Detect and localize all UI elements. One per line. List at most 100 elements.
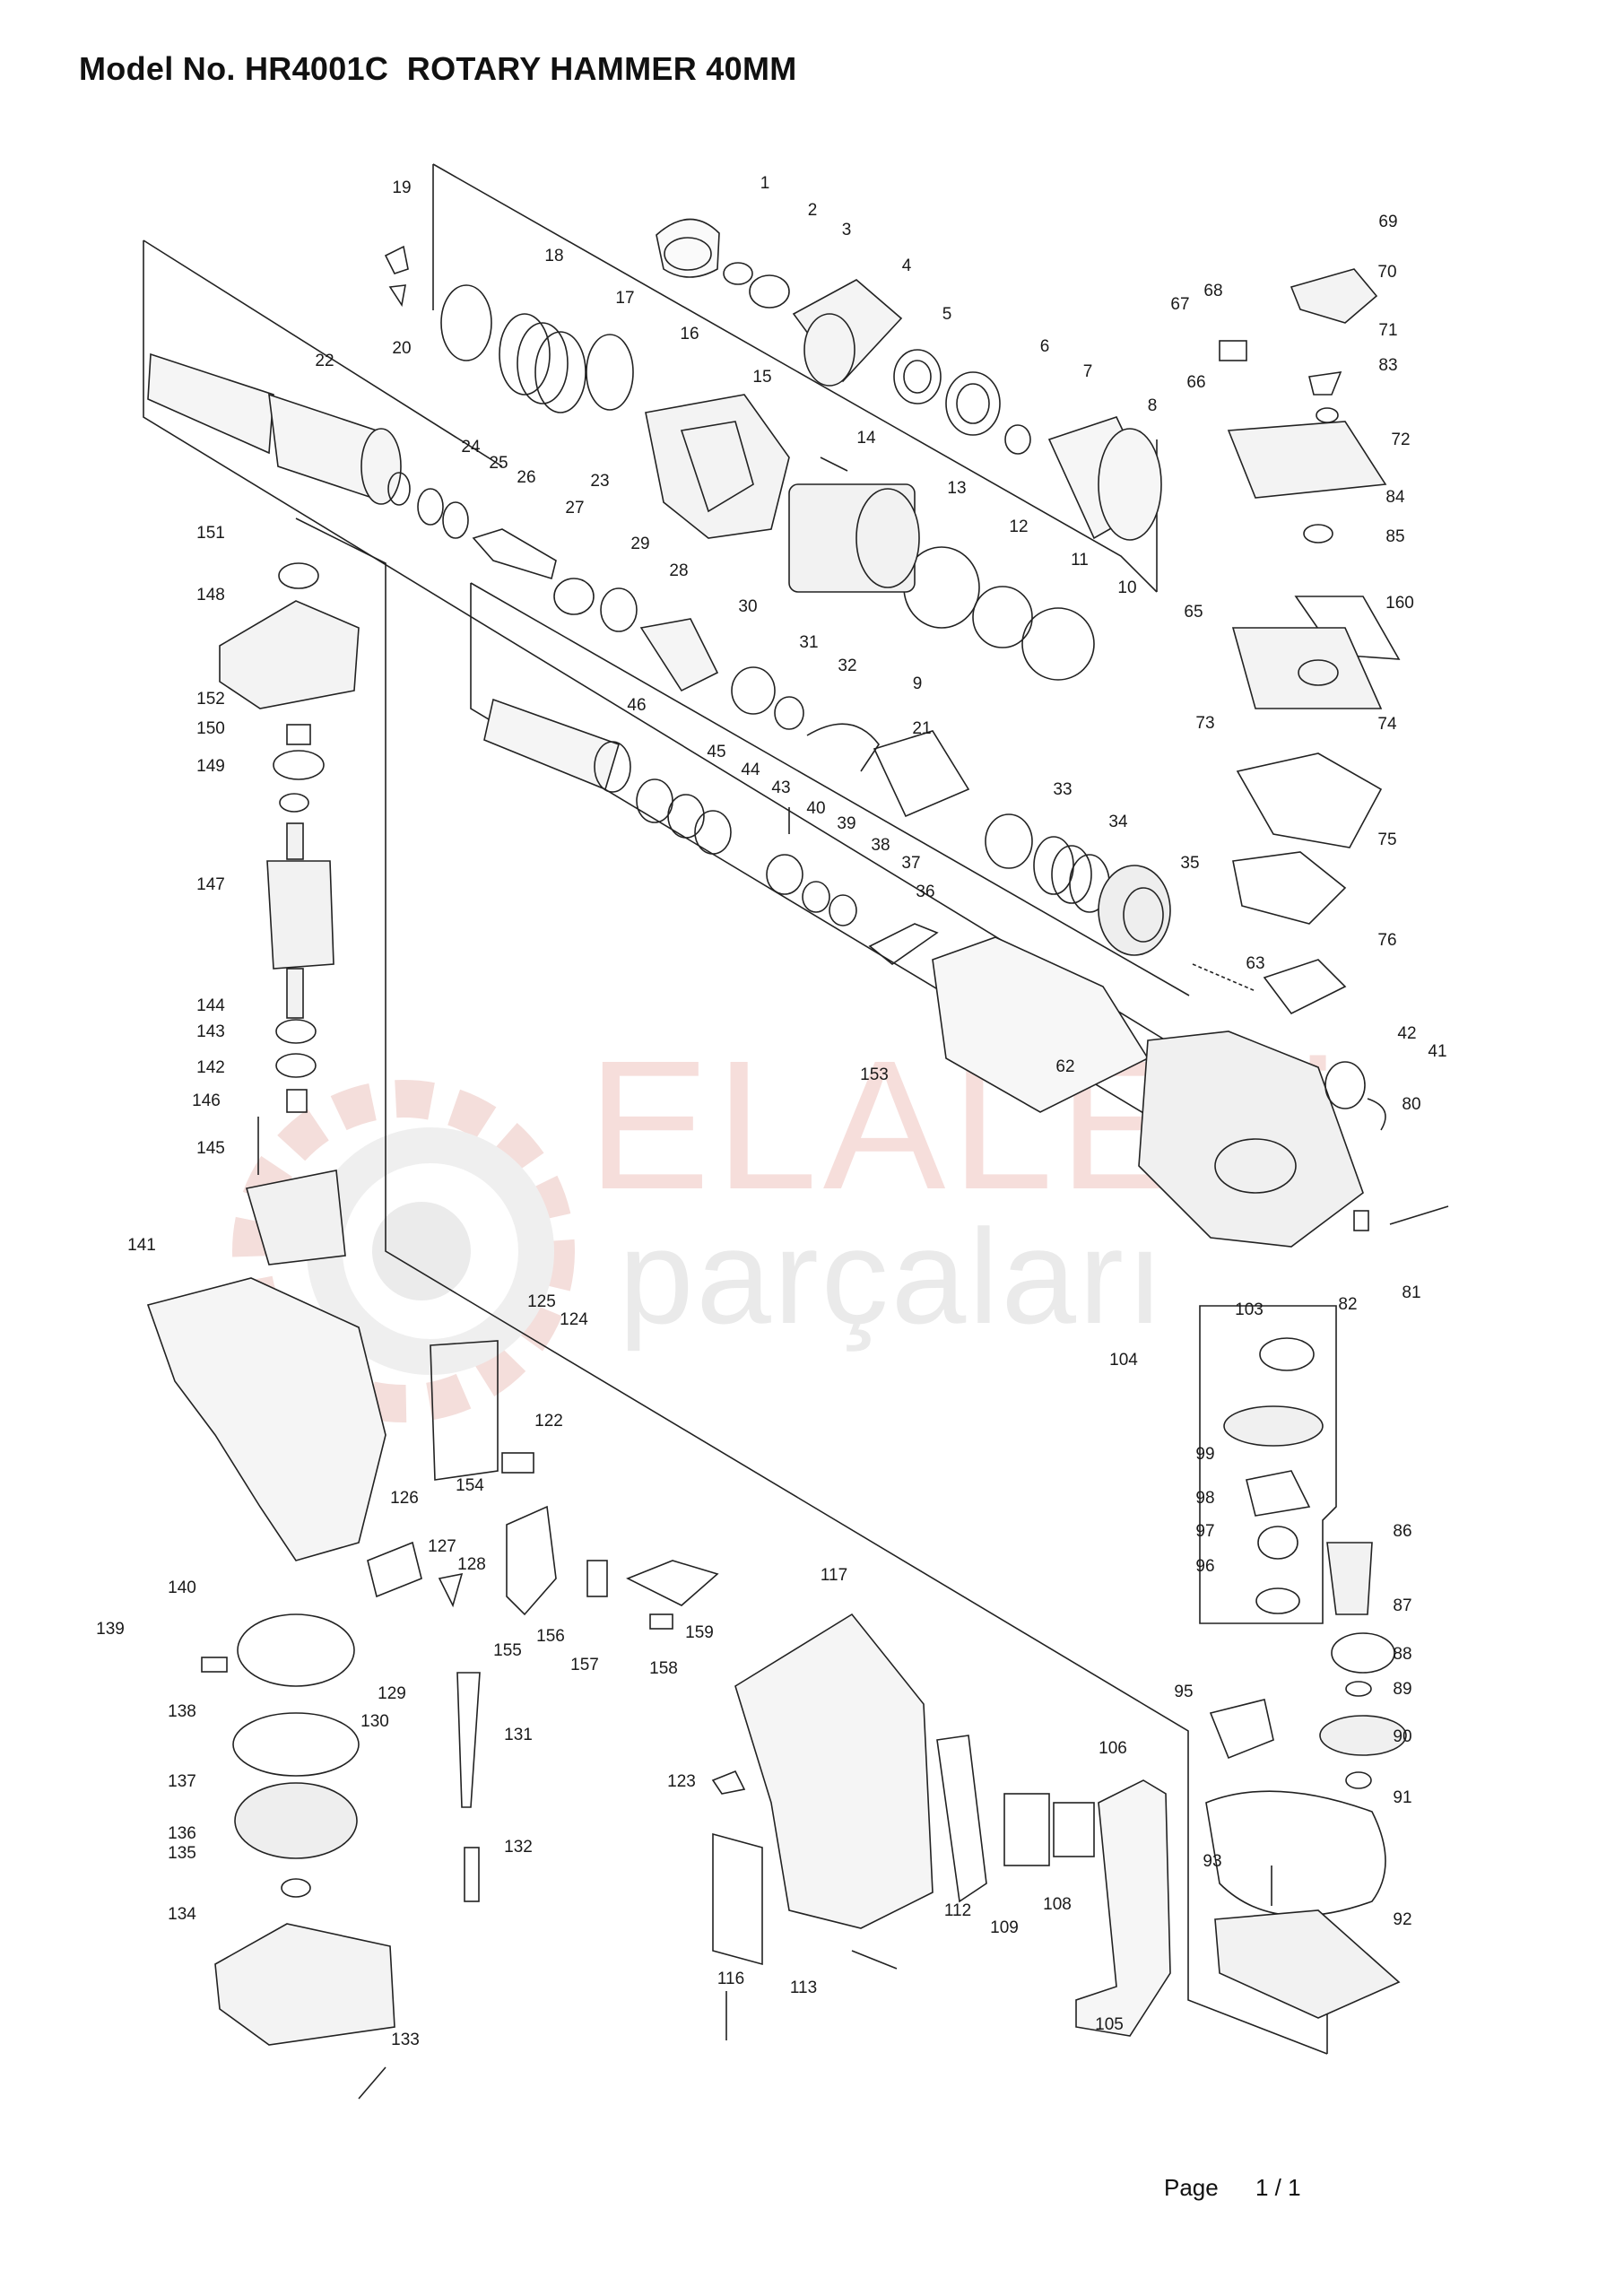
part-number-157: 157 [570, 1656, 599, 1674]
part-shape [1053, 1802, 1095, 1857]
part-shape [600, 587, 638, 632]
part-shape [985, 813, 1033, 869]
part-number-24: 24 [461, 438, 481, 457]
page-number: 1 / 1 [1255, 2174, 1301, 2201]
part-shape [278, 562, 319, 589]
part-shape [1345, 1681, 1372, 1697]
part-shape [1290, 268, 1378, 324]
part-number-106: 106 [1099, 1739, 1127, 1758]
part-number-7: 7 [1083, 362, 1093, 381]
part-shape [245, 1170, 346, 1265]
part-number-62: 62 [1055, 1057, 1074, 1076]
part-number-148: 148 [196, 586, 225, 604]
part-shape [146, 1277, 386, 1561]
part-shape [275, 1053, 317, 1078]
part-shape [712, 1832, 763, 1966]
part-number-145: 145 [196, 1139, 225, 1158]
part-number-141: 141 [127, 1236, 156, 1255]
part-number-10: 10 [1117, 578, 1136, 597]
part-number-123: 123 [667, 1772, 696, 1791]
part-number-3: 3 [842, 221, 852, 239]
part-shape [1259, 1337, 1315, 1371]
part-shape [1353, 1210, 1369, 1231]
part-shape [731, 666, 776, 715]
page-label: Page [1164, 2174, 1219, 2201]
part-shape [1316, 407, 1339, 423]
part-shape [734, 1613, 934, 1929]
part-number-131: 131 [504, 1726, 533, 1744]
part-shape [851, 1950, 898, 1970]
part-number-6: 6 [1040, 337, 1050, 356]
part-number-104: 104 [1109, 1351, 1138, 1370]
part-number-12: 12 [1009, 517, 1028, 536]
part-number-72: 72 [1391, 430, 1410, 449]
part-number-152: 152 [196, 690, 225, 709]
part-number-160: 160 [1385, 594, 1414, 613]
part-number-159: 159 [685, 1623, 714, 1642]
part-shape [802, 881, 830, 913]
part-number-86: 86 [1393, 1522, 1411, 1541]
part-number-135: 135 [168, 1844, 196, 1863]
part-shape [1308, 371, 1342, 396]
part-shape [649, 1613, 673, 1630]
part-shape [594, 741, 631, 793]
part-number-65: 65 [1184, 603, 1203, 622]
part-number-136: 136 [168, 1824, 196, 1843]
part-number-85: 85 [1385, 527, 1404, 546]
part-shape [234, 1782, 358, 1859]
part-shape [1236, 752, 1383, 848]
part-shape [358, 2066, 386, 2100]
part-shape [774, 696, 804, 730]
part-shape [1033, 836, 1110, 913]
part-number-35: 35 [1180, 854, 1199, 873]
part-shape [430, 1340, 499, 1481]
part-number-14: 14 [856, 429, 876, 448]
part-number-146: 146 [192, 1091, 221, 1110]
part-shape [1227, 421, 1387, 499]
part-number-23: 23 [590, 472, 609, 491]
part-shape [506, 1505, 557, 1616]
part-shape [387, 472, 411, 506]
part-number-97: 97 [1195, 1522, 1214, 1541]
part-shape [232, 1712, 360, 1777]
part-number-143: 143 [196, 1022, 225, 1041]
part-number-15: 15 [752, 368, 771, 387]
part-shape [723, 262, 753, 285]
part-number-46: 46 [627, 696, 646, 715]
part-number-129: 129 [378, 1684, 406, 1703]
part-shape [1232, 851, 1347, 925]
part-shape [903, 360, 932, 394]
part-number-83: 83 [1378, 356, 1397, 375]
part-shape [1246, 1470, 1311, 1517]
part-number-37: 37 [901, 854, 920, 873]
part-number-16: 16 [680, 325, 699, 344]
part-shape [384, 245, 409, 274]
part-shape [440, 284, 492, 361]
part-shape [266, 822, 334, 1019]
part-shape [1303, 524, 1333, 544]
part-number-11: 11 [1071, 551, 1089, 570]
part-shape [501, 1452, 534, 1474]
part-shape [1255, 1587, 1300, 1614]
part-shape [219, 600, 360, 709]
part-shape [936, 1735, 987, 1903]
part-number-130: 130 [360, 1712, 389, 1731]
part-shape [1205, 1790, 1386, 1917]
page-title: Model No. HR4001C ROTARY HAMMER 40MM [79, 50, 797, 87]
part-number-128: 128 [457, 1555, 486, 1574]
part-shape [1298, 659, 1339, 686]
part-number-151: 151 [196, 524, 225, 543]
part-shape [1219, 340, 1247, 361]
part-shape [873, 730, 970, 818]
part-number-108: 108 [1043, 1895, 1072, 1914]
part-number-5: 5 [942, 305, 952, 324]
part-number-63: 63 [1246, 954, 1264, 973]
part-shape [586, 1560, 608, 1597]
part-shape [806, 723, 880, 772]
part-shape [645, 394, 790, 539]
part-number-134: 134 [168, 1905, 196, 1924]
part-number-32: 32 [838, 657, 856, 675]
part-shape [639, 618, 719, 692]
part-number-2: 2 [808, 201, 818, 220]
